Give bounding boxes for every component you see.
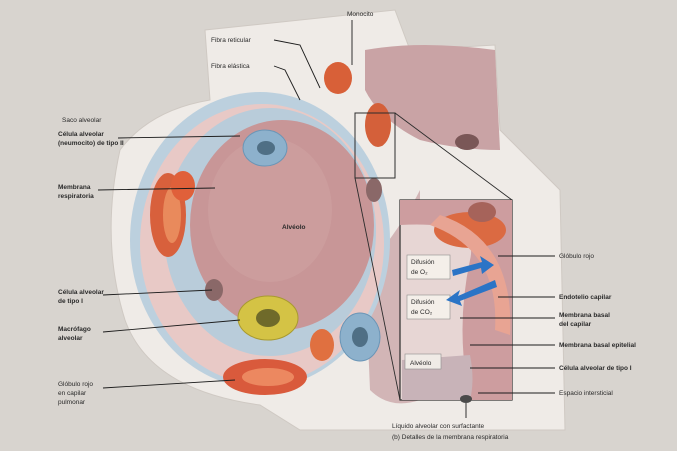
cell-nucleus <box>455 134 479 150</box>
red-blood-cell <box>242 368 294 386</box>
label-membrana-respiratoria-line2: respiratoria <box>58 193 94 200</box>
nucleus <box>352 327 368 347</box>
label-saco-alveolar: Saco alveolar <box>62 117 102 124</box>
label-membrana-basal-capilar-line2: del capilar <box>559 321 592 328</box>
red-blood-cell <box>171 171 195 201</box>
label-difusion-o2-line2: de O₂ <box>411 269 428 276</box>
label-macrofago-line1: Macrófago <box>58 326 91 333</box>
label-monocito: Monocito <box>347 11 374 18</box>
nucleus <box>257 141 275 155</box>
label-difusion-co2-line2: de CO₂ <box>411 309 433 316</box>
caption-line2: (b) Detalles de la membrana respiratoria <box>392 434 509 441</box>
nucleus <box>256 309 280 327</box>
label-endotelio-capilar: Endotelio capilar <box>559 294 612 301</box>
label-globulo-left-line2: en capilar <box>58 390 87 397</box>
label-membrana-respiratoria-line1: Membrana <box>58 184 91 191</box>
red-blood-cell <box>324 62 352 94</box>
red-blood-cell <box>365 103 391 147</box>
label-globulo-rojo-right: Glóbulo rojo <box>559 253 594 260</box>
cell-nucleus <box>366 178 382 202</box>
label-difusion-o2-line1: Difusión <box>411 259 435 266</box>
label-celula-tipo-ii-line1: Célula alveolar <box>58 131 104 138</box>
label-celula-tipo-i-right: Célula alveolar de tipo I <box>559 365 632 372</box>
label-alveolo-inset: Alvéolo <box>410 360 432 367</box>
label-fibra-reticular: Fibra reticular <box>211 37 252 44</box>
label-macrofago-line2: alveolar <box>58 335 83 342</box>
label-globulo-left-line1: Glóbulo rojo <box>58 381 93 388</box>
label-membrana-basal-capilar-line1: Membrana basal <box>559 312 610 319</box>
label-fibra-elastica: Fibra elástica <box>211 63 250 70</box>
label-alveolo-center: Alvéolo <box>282 224 306 231</box>
red-blood-cell <box>310 329 334 361</box>
label-celula-tipo-i-line1: Célula alveolar <box>58 289 104 296</box>
label-difusion-co2-line1: Difusión <box>411 299 435 306</box>
label-membrana-basal-epitelial: Membrana basal epitelial <box>559 342 636 349</box>
label-globulo-left-line3: pulmonar <box>58 399 86 406</box>
label-celula-tipo-i-line2: de tipo I <box>58 298 83 305</box>
label-espacio-intersticial: Espacio intersticial <box>559 390 613 397</box>
label-celula-tipo-ii-line2: (neumocito) de tipo II <box>58 140 124 147</box>
caption-line1: Líquido alveolar con surfactante <box>392 423 485 430</box>
